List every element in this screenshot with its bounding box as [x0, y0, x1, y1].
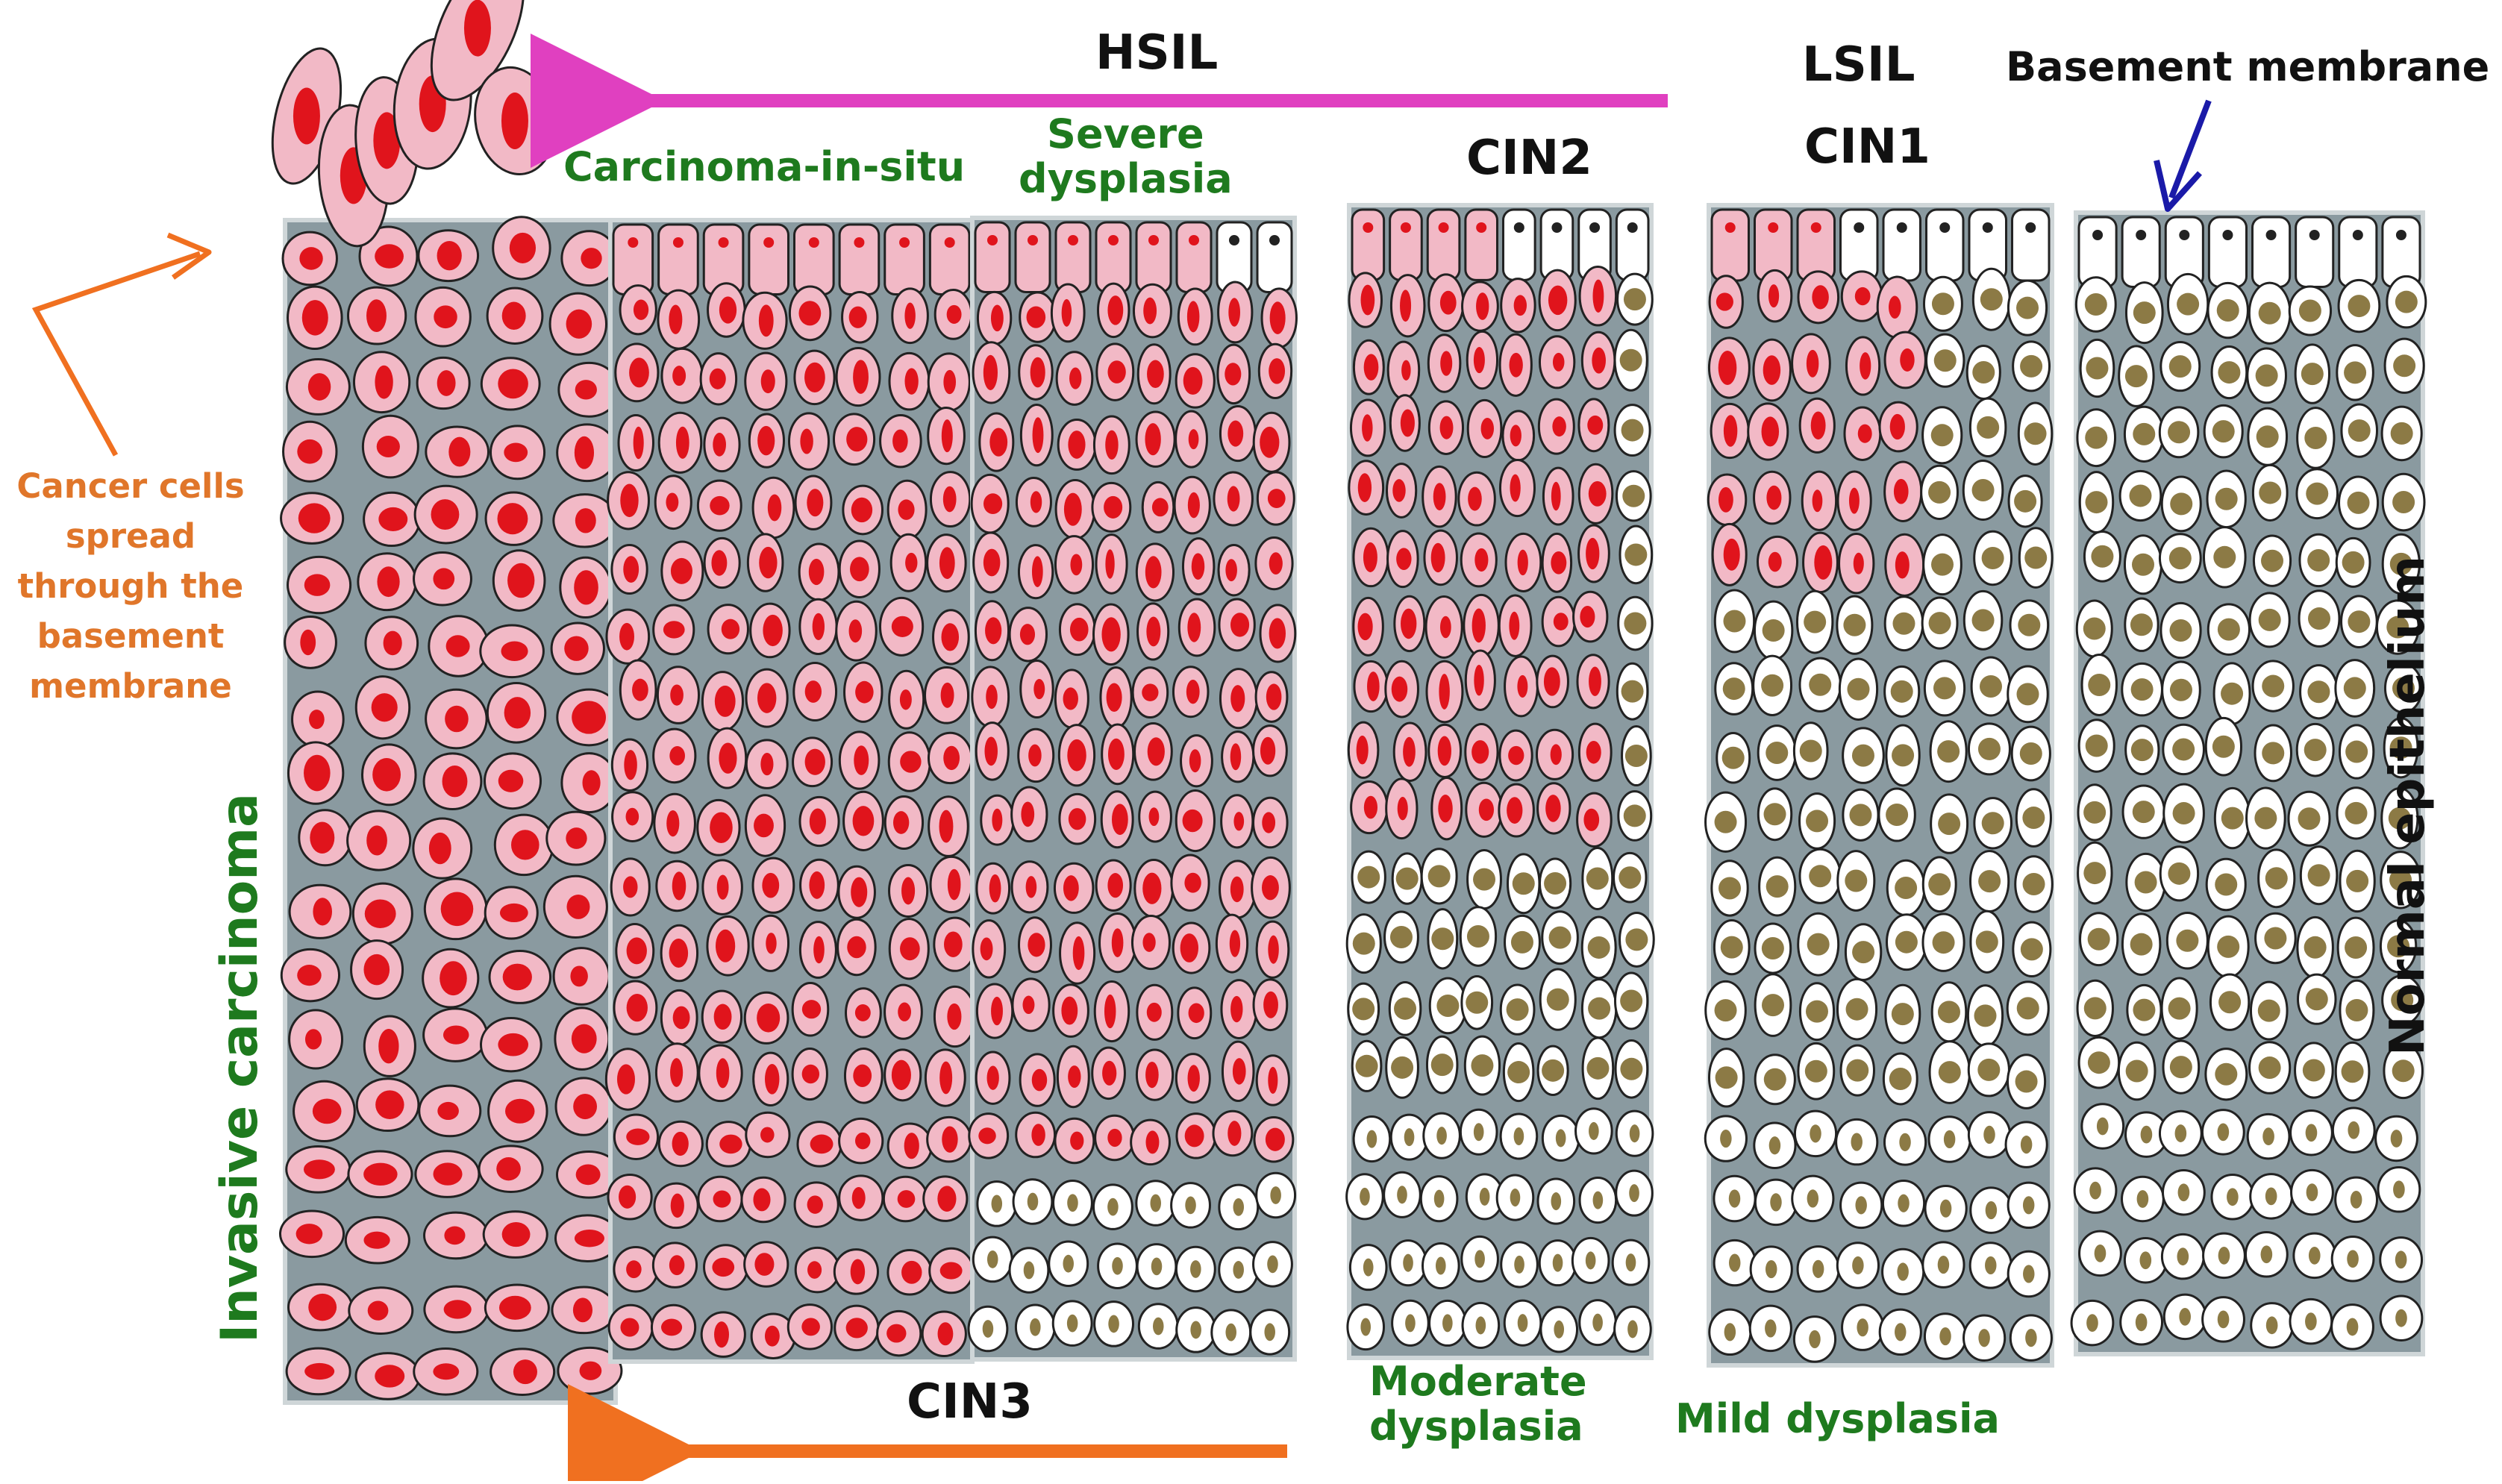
moderate-dysplasia-line1: Moderate: [1369, 1358, 1587, 1405]
panel-mild-dysplasia: [1704, 203, 2054, 1368]
moderate-dysplasia-label: Moderate dysplasia: [1369, 1359, 1587, 1449]
carcinoma-in-situ-label: Carcinoma-in-situ: [563, 143, 966, 190]
panel-normal-epithelium: [2070, 210, 2427, 1356]
basement-membrane-arrow: [2154, 99, 2212, 212]
panel-severe-dysplasia: [967, 216, 1298, 1362]
invasive-carcinoma-label: Invasive carcinoma: [210, 792, 269, 1343]
severe-dysplasia-line1: Severe: [1047, 110, 1204, 157]
cancer-cells-line2: spread: [65, 516, 196, 556]
cancer-cells-arrow: [31, 232, 212, 457]
cancer-cells-line3: through the: [17, 566, 244, 606]
basement-membrane-label: Basement membrane: [2006, 43, 2490, 90]
cin1-label: CIN1: [1804, 119, 1930, 175]
mild-dysplasia-label: Mild dysplasia: [1675, 1395, 2000, 1442]
cin2-label: CIN2: [1466, 131, 1592, 186]
moderate-dysplasia-line2: dysplasia: [1369, 1403, 1583, 1450]
severe-dysplasia-label: Severe dysplasia: [1019, 112, 1233, 201]
cancer-cells-line5: membrane: [29, 666, 232, 706]
cancer-cells-line4: basement: [37, 616, 225, 656]
panel-moderate-dysplasia: [1345, 203, 1655, 1360]
severe-dysplasia-line2: dysplasia: [1019, 155, 1233, 202]
panel-carcinoma-in-situ: [604, 218, 978, 1364]
cancer-cells-line1: Cancer cells: [16, 466, 245, 506]
normal-epithelium-label: Normal epithelium: [2380, 555, 2436, 1056]
lsil-label: LSIL: [1802, 37, 1915, 93]
panel-invasive-carcinoma: [271, 0, 623, 1405]
hsil-label: HSIL: [1095, 25, 1219, 81]
epithelium-panels: [271, 0, 2427, 1405]
cancer-cells-label: Cancer cells spread through the basement…: [11, 461, 250, 711]
cin3-label: CIN3: [907, 1374, 1033, 1430]
